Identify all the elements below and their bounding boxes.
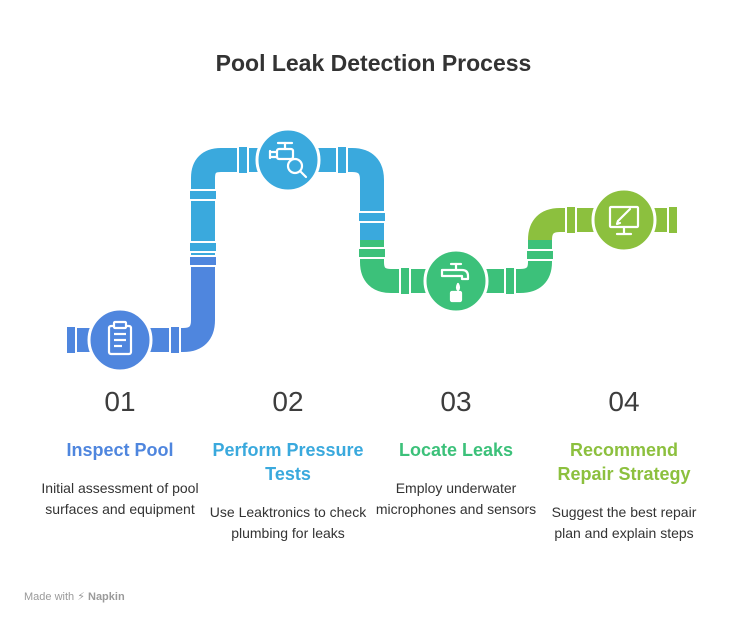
step-1: 01 Inspect Pool Initial assessment of po… [36, 384, 204, 520]
step-description: Suggest the best repair plan and explain… [551, 504, 697, 541]
clipboard-icon [107, 320, 133, 356]
napkin-logo-icon: ⚡︎ [77, 591, 85, 603]
pipe-coupling [188, 189, 218, 201]
step-title: Recommend Repair Strategy [557, 440, 691, 484]
pipe-coupling [237, 145, 249, 175]
step-number: 02 [272, 386, 304, 417]
pipe-coupling [504, 266, 516, 296]
step-description: Use Leaktronics to check plumbing for le… [209, 504, 367, 541]
pipe-coupling [357, 247, 387, 259]
monitor-edit-icon [608, 205, 640, 236]
valve-search-icon [268, 141, 308, 179]
step-number: 01 [104, 386, 136, 417]
step-2: 02 Perform Pressure Tests Use Leaktronic… [204, 384, 372, 544]
pipe-segment-blue [70, 262, 215, 352]
pipe-coupling [336, 145, 348, 175]
step-title: Perform Pressure Tests [212, 440, 364, 484]
step-3: 03 Locate Leaks Employ underwater microp… [372, 384, 540, 520]
pipe-coupling [667, 205, 679, 235]
step-3-node [423, 248, 489, 314]
pipe-coupling [357, 211, 387, 223]
napkin-brand: Napkin [88, 591, 125, 603]
step-number: 03 [440, 386, 472, 417]
step-description: Initial assessment of pool surfaces and … [41, 480, 199, 517]
made-with-label: Made with [24, 591, 75, 603]
pipe-coupling [525, 249, 555, 261]
step-title: Inspect Pool [66, 440, 174, 460]
step-description: Employ underwater microphones and sensor… [375, 480, 537, 517]
pipe-coupling [188, 255, 218, 267]
made-with-napkin[interactable]: Made with ⚡︎ Napkin [24, 590, 125, 603]
pipe-segment-lime [528, 208, 676, 241]
pipe-coupling [169, 325, 181, 355]
pipe-coupling [65, 325, 77, 355]
faucet-leak-icon [440, 262, 470, 303]
step-2-node [255, 127, 321, 193]
step-4: 04 Recommend Repair Strategy Suggest the… [540, 384, 708, 544]
pipe-coupling [399, 266, 411, 296]
pipe-coupling [565, 205, 577, 235]
page-title: Pool Leak Detection Process [215, 50, 532, 76]
step-1-node [87, 307, 153, 373]
step-4-node [591, 187, 657, 253]
step-number: 04 [608, 386, 640, 417]
pipe-coupling [188, 241, 218, 253]
step-title: Locate Leaks [398, 440, 514, 460]
